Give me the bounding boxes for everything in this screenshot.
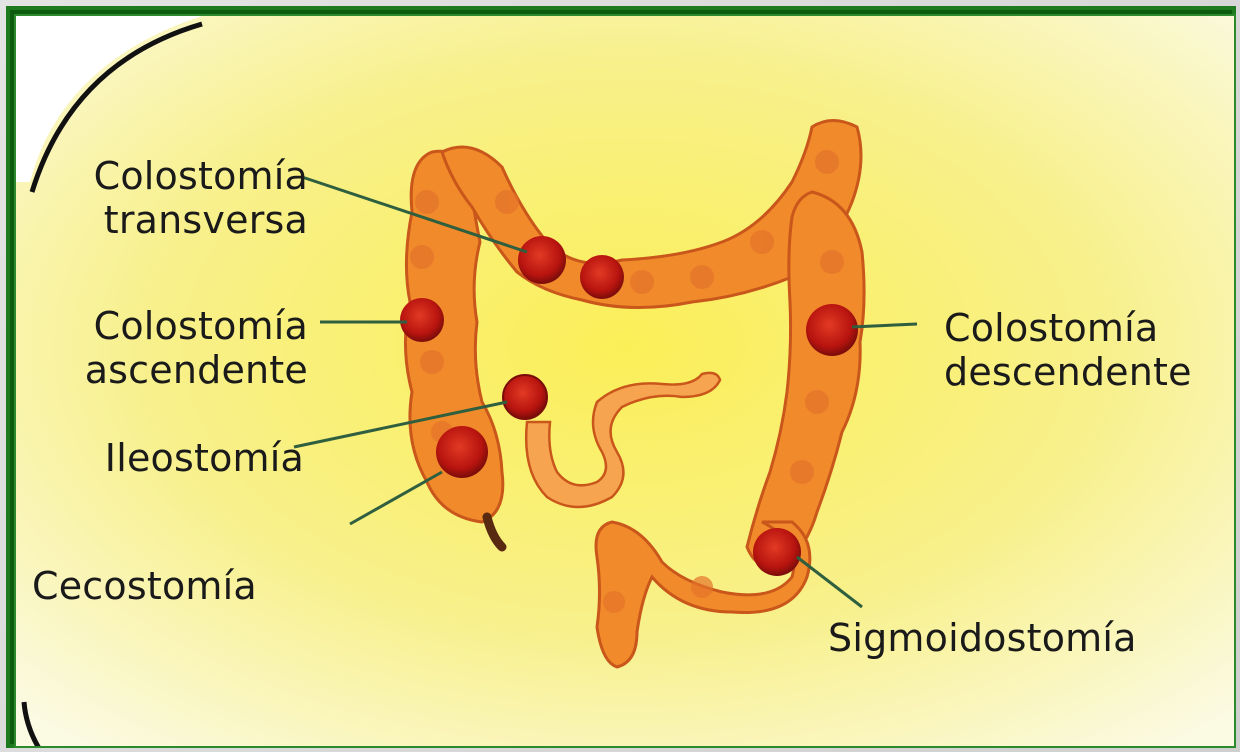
- label-colostomia-descendente-line2: descendente: [944, 350, 1192, 394]
- stoma-cecostomia: [436, 426, 488, 478]
- label-ileostomia: Ileostomía: [36, 436, 304, 480]
- label-cecostomia: Cecostomía: [32, 564, 257, 608]
- label-sigmoidostomia: Sigmoidostomía: [828, 616, 1137, 660]
- label-colostomia-descendente: Colostomía descendente: [944, 306, 1192, 394]
- stoma-ascendente: [400, 298, 444, 342]
- stoma-descendente: [806, 304, 858, 356]
- stoma-ileostomia: [503, 375, 547, 419]
- stoma-sigmoidostomia: [753, 528, 801, 576]
- stoma-transversa-2: [580, 255, 624, 299]
- stoma-transversa: [518, 236, 566, 284]
- label-colostomia-ascendente: Colostomía ascendente: [36, 304, 308, 392]
- label-colostomia-transversa: Colostomía transversa: [36, 154, 308, 242]
- label-colostomia-ascendente-line1: Colostomía: [36, 304, 308, 348]
- diagram-panel: Colostomía transversa Colostomía ascende…: [14, 14, 1236, 748]
- label-colostomia-transversa-line1: Colostomía: [36, 154, 308, 198]
- label-colostomia-transversa-line2: transversa: [36, 198, 308, 242]
- label-colostomia-descendente-line1: Colostomía: [944, 306, 1192, 350]
- label-colostomia-ascendente-line2: ascendente: [36, 348, 308, 392]
